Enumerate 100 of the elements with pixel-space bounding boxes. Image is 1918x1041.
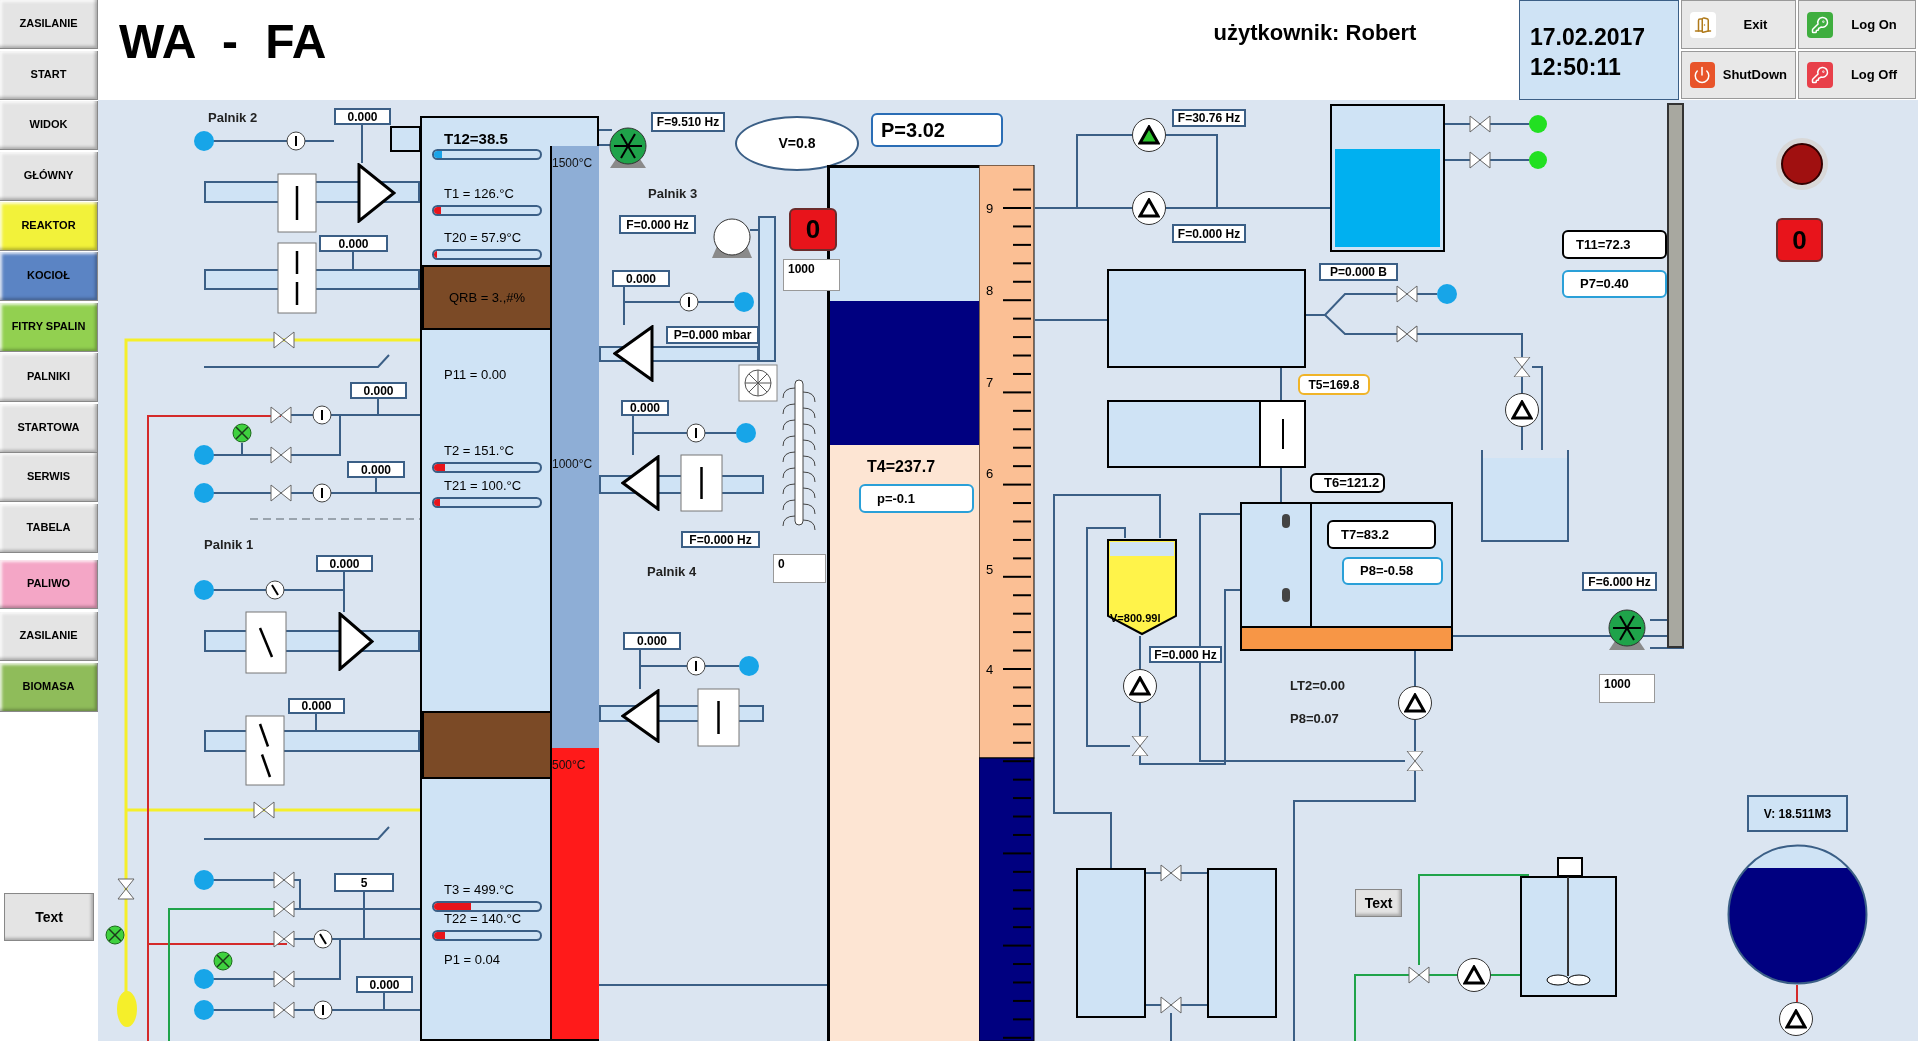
- alarm-counter: 0: [1776, 218, 1823, 262]
- temperature-reading: T1 = 126.°C: [444, 185, 514, 203]
- section-label: Palnik 1: [204, 536, 255, 553]
- pipe-connection: [1293, 770, 1416, 1041]
- nav-button: GŁÓWNY: [0, 152, 98, 201]
- pipe-connection: [1444, 123, 1530, 125]
- reading-box: T7=83.2: [1327, 520, 1436, 549]
- pipe-connection: [632, 432, 737, 456]
- scale-number: 7: [986, 374, 995, 391]
- pipe-connection: [1034, 134, 1133, 209]
- pipe-connection: [1139, 589, 1241, 765]
- temperature-reading: T20 = 57.9°C: [444, 229, 522, 247]
- nav-button: ZASILANIE: [0, 612, 98, 661]
- scale-number: 6: [986, 465, 995, 482]
- section-label: LT2=0.00: [1290, 677, 1347, 694]
- pipe-connection: [1139, 635, 1141, 670]
- pipe-connection: [1034, 319, 1108, 321]
- heat-exchanger-box: [1107, 400, 1306, 468]
- scale-number: 4: [986, 661, 995, 678]
- reading-box: P7=0.40: [1562, 270, 1667, 298]
- value-field: 0.000: [621, 400, 669, 416]
- nav-button: TABELA: [0, 504, 98, 553]
- furnace-column: [420, 116, 599, 1041]
- pipe-connection: [1444, 159, 1530, 161]
- pipe-connection: [1416, 333, 1523, 358]
- toolbar-button: Log On: [1798, 0, 1916, 49]
- refractory-band: QRB = 3.,#%: [422, 265, 552, 330]
- temperature-reading: T4=237.7: [867, 457, 936, 477]
- pipe-connection: [623, 301, 735, 326]
- pipe-connection: [598, 984, 828, 986]
- pipe-connection: [1521, 426, 1523, 451]
- nav-button: KOCIOŁ: [0, 252, 98, 301]
- value-field: F=0.000 Hz: [1149, 646, 1222, 663]
- value-field: 0.000: [612, 270, 670, 287]
- nav-button: PALNIKI: [0, 353, 98, 402]
- pipe-connection: [639, 665, 740, 690]
- alarm-counter: 0: [789, 208, 837, 251]
- section-label: Palnik 4: [647, 563, 698, 580]
- section-label: P8=0.07: [1290, 710, 1340, 727]
- temperature-reading: T22 = 140.°C: [444, 910, 522, 928]
- reading-box: T11=72.3: [1562, 230, 1667, 259]
- reading-box: T5=169.8: [1298, 374, 1370, 395]
- pressure-display: P=3.02: [871, 113, 1003, 147]
- temperature-reading: T21 = 100.°C: [444, 477, 522, 495]
- pipe-connection: [1305, 293, 1438, 316]
- value-field: 0.000: [316, 555, 373, 572]
- pipe-connection: [1139, 702, 1141, 737]
- tank-box: [1076, 868, 1146, 1018]
- scale-label: 1000°C: [552, 456, 594, 471]
- pipe-connection: [343, 571, 345, 613]
- reading-box: T6=121.2: [1310, 473, 1385, 493]
- date-time-text: 12:50:11: [1530, 53, 1622, 80]
- reading-box: P8=-0.58: [1342, 557, 1443, 585]
- pipe-connection: [383, 992, 421, 1011]
- nav-button: BIOMASA: [0, 663, 98, 712]
- reading-box: p=-0.1: [859, 484, 974, 513]
- pipe-connection: [1796, 984, 1798, 1003]
- temperature-reading: T3 = 499.°C: [444, 881, 514, 899]
- nav-button: FITRY SPALIN: [0, 303, 98, 352]
- tank-box: [1207, 868, 1277, 1018]
- pipe-connection: [1414, 719, 1416, 752]
- temperature-reading: P1 = 0.04: [444, 951, 501, 969]
- temperature-reading: T12=38.5: [444, 129, 508, 149]
- value-field: F=0.000 Hz: [619, 215, 696, 234]
- value-field: 0.000: [350, 382, 407, 399]
- value-field: F=30.76 Hz: [1172, 109, 1246, 127]
- water-tank: [1330, 104, 1445, 252]
- volume-text: V=800.99l: [1110, 611, 1161, 626]
- screen-title: WA - FA: [119, 14, 327, 70]
- toolbar-button: Exit: [1681, 0, 1796, 49]
- text-button: Text: [1355, 889, 1402, 917]
- value-field: F=9.510 Hz: [651, 112, 725, 132]
- nav-button: SERWIS: [0, 453, 98, 502]
- temperature-reading: P11 = 0.00: [444, 366, 507, 384]
- nav-button: STARTOWA: [0, 404, 98, 453]
- tank-box: [1107, 269, 1306, 368]
- pipe-connection: [375, 477, 421, 494]
- pipe-connection: [1414, 650, 1416, 687]
- nav-button: REAKTOR: [0, 202, 98, 251]
- value-field: 1000: [1599, 674, 1655, 703]
- pipe-connection: [1145, 1004, 1208, 1006]
- nav-button: ZASILANIE: [0, 0, 98, 49]
- scale-label: 500°C: [552, 757, 587, 772]
- pipe-connection: [363, 891, 421, 910]
- reactor-column: [827, 165, 1035, 1041]
- nav-button: PALIWO: [0, 560, 98, 609]
- vertical-pipe: [1667, 103, 1684, 648]
- pipe-connection: [1145, 872, 1208, 874]
- scale-number: 5: [986, 561, 995, 578]
- pipe-connection: [1521, 376, 1523, 394]
- value-field: 0.000: [288, 698, 345, 714]
- pipe-segment: [758, 216, 776, 362]
- pipe-connection: [1354, 974, 1458, 1041]
- nav-button: WIDOK: [0, 101, 98, 150]
- pipe-connection: [1280, 467, 1282, 503]
- refractory-band: [422, 711, 552, 779]
- value-field: 5: [334, 873, 394, 892]
- value-field: F=6.000 Hz: [1582, 572, 1657, 591]
- toolbar-button: ShutDown: [1681, 51, 1796, 99]
- value-field: P=0.000 mbar: [666, 326, 759, 344]
